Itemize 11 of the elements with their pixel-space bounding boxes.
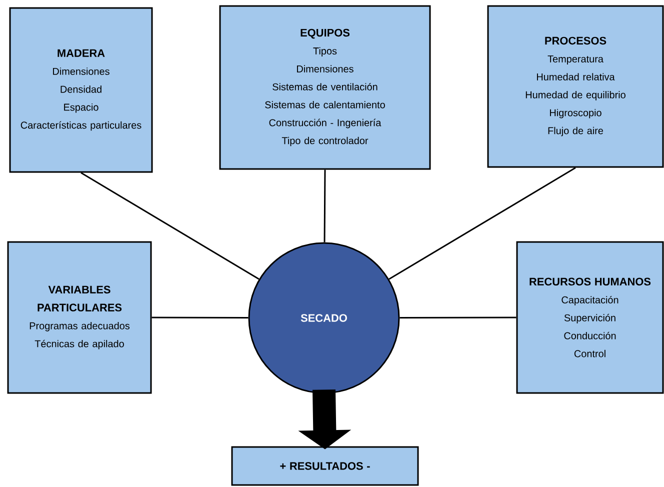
topic-box: RECURSOS HUMANOS Capacitación Supervición Conducción Control bbox=[516, 241, 664, 394]
result-box: + RESULTADOS - bbox=[231, 446, 419, 486]
connector-line bbox=[152, 316, 248, 319]
connector-line bbox=[400, 316, 516, 319]
topic-box: MADERA Dimensiones Densidad Espacio Características particulares bbox=[9, 7, 153, 173]
topic-box: VARIABLES PARTICULARES Programas adecuados Técnicas de apilado bbox=[7, 241, 152, 394]
topic-box: EQUIPOS Tipos Dimensiones Sistemas de ventilación Sistemas de calentamiento Construcción - Ingeniería Tipo de controlador bbox=[219, 5, 431, 170]
connector-line bbox=[388, 167, 576, 280]
connector-line bbox=[80, 172, 260, 280]
topic-box: PROCESOS Temperatura Humedad relativa Humedad de equilibrio Higroscopio Flujo de aire bbox=[487, 5, 664, 168]
connector-line bbox=[324, 170, 326, 242]
